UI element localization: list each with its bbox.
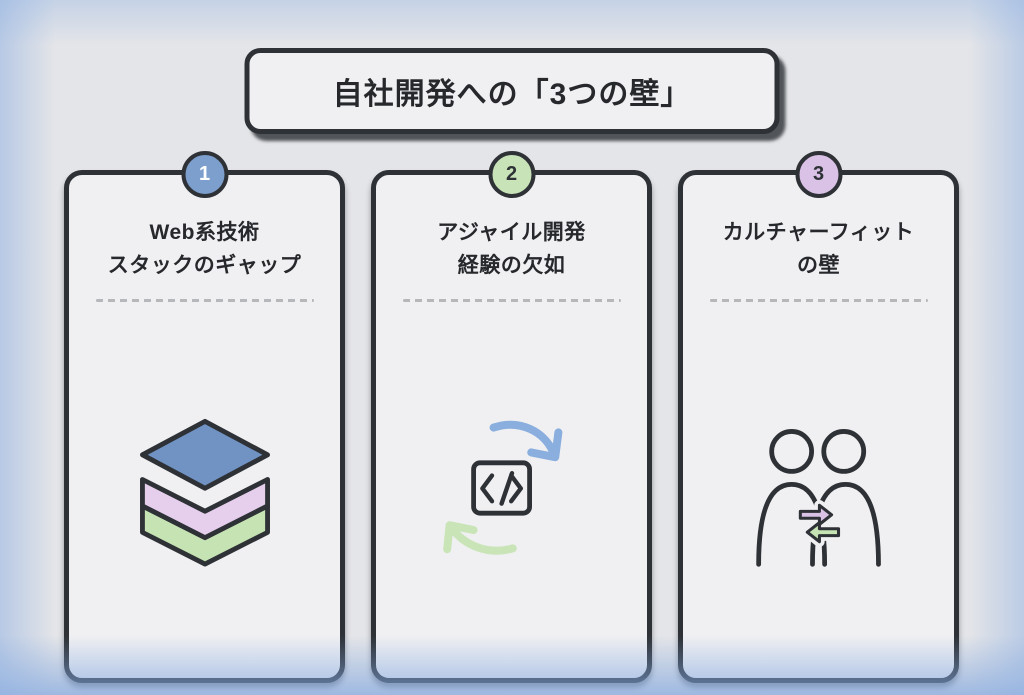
card-title: カルチャーフィット の壁 (722, 221, 915, 277)
card-title: アジャイル開発 経験の欠如 (437, 221, 586, 277)
cards-row: 1 Web系技術 スタックのギャップ 2 アジャイル開発 経 (64, 151, 959, 683)
number-badge-1: 1 (181, 151, 228, 198)
badge-number: 3 (812, 163, 825, 185)
dashed-divider (402, 299, 621, 303)
title-box: 自社開発への「3つの壁」 (244, 48, 780, 134)
page-title: 自社開発への「3つの壁」 (332, 78, 692, 111)
badge-number: 2 (505, 163, 518, 185)
code-cycle-icon (442, 420, 562, 555)
layer-stack-icon (139, 418, 270, 567)
dashed-divider (95, 299, 314, 303)
card-agile-experience-lack: 2 アジャイル開発 経験の欠如 (371, 151, 652, 683)
dashed-divider (709, 299, 928, 303)
card-web-tech-stack-gap: 1 Web系技術 スタックのギャップ (64, 151, 345, 683)
number-badge-2: 2 (488, 151, 535, 198)
card-culture-fit-wall: 3 カルチャーフィット の壁 (678, 151, 959, 683)
badge-number: 1 (198, 163, 211, 185)
people-exchange-icon (755, 428, 881, 567)
number-badge-3: 3 (795, 151, 842, 198)
card-title: Web系技術 スタックのギャップ (107, 221, 302, 277)
